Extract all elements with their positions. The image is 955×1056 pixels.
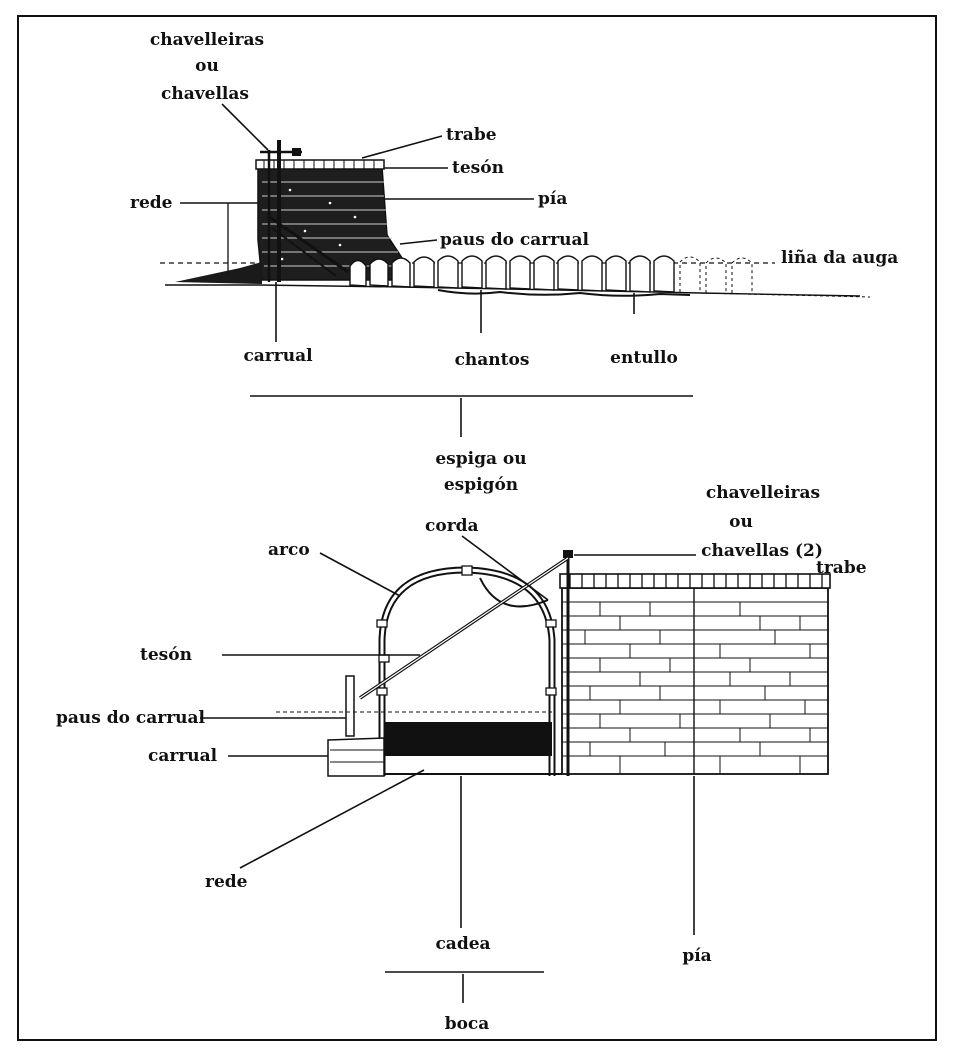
label-chavelleiras-top-2: ou	[195, 56, 219, 76]
teson-band	[255, 159, 385, 170]
label-arco: arco	[268, 540, 310, 560]
caption-espiga: espiga ou espigón	[250, 395, 693, 495]
carrual-base	[175, 262, 262, 284]
label-chavelleiras-top-1: chavelleiras	[150, 30, 264, 50]
label-trabe-top: trabe	[446, 125, 497, 145]
label-rede-bottom: rede	[205, 872, 248, 892]
caption-boca-line1: boca	[445, 1014, 490, 1034]
label-chavelleiras-top-3: chavellas	[161, 84, 249, 104]
label-chavelleiras-bottom-3: chavellas (2)	[701, 541, 823, 561]
carrual-base-front	[327, 737, 385, 777]
pia-wall	[561, 587, 829, 775]
label-lina-da-auga: liña da auga	[781, 248, 898, 268]
corda	[479, 577, 549, 608]
label-chantos: chantos	[455, 350, 530, 370]
label-rede-top: rede	[130, 193, 173, 213]
chantos-row	[349, 255, 675, 293]
label-trabe-bottom: trabe	[816, 558, 867, 578]
trabe-bar	[559, 573, 831, 589]
caption-espiga-line1: espiga ou	[435, 449, 526, 469]
caption-boca: boca	[385, 971, 544, 1034]
label-paus-top: paus do carrual	[440, 230, 590, 250]
frame-border	[17, 15, 937, 1041]
entullo-rubble	[437, 289, 691, 297]
carrual-post	[345, 675, 355, 737]
caption-espiga-line2: espigón	[444, 475, 518, 495]
label-pia-bottom: pía	[682, 946, 711, 966]
label-carrual-top: carrual	[243, 346, 313, 366]
riverbed-dashed	[699, 292, 871, 298]
top-labels: chavelleiras ou chavellas trabe tesón pí…	[130, 30, 898, 370]
label-chavelleiras-bottom-1: chavelleiras	[706, 483, 820, 503]
label-entullo: entullo	[610, 348, 678, 368]
paus-do-carrual	[267, 214, 349, 274]
label-pia-top: pía	[538, 189, 567, 209]
top-side-view	[160, 140, 871, 298]
label-cadea: cadea	[435, 934, 490, 954]
label-carrual-bottom: carrual	[148, 746, 218, 766]
rede-net	[384, 722, 552, 756]
bottom-front-view	[276, 550, 831, 777]
label-paus-bottom: paus do carrual	[56, 708, 206, 728]
label-teson-bottom: tesón	[140, 645, 192, 665]
bottom-labels: chavelleiras ou chavellas (2) trabe cord…	[56, 483, 867, 966]
label-teson-top: tesón	[452, 158, 504, 178]
label-corda: corda	[425, 516, 479, 536]
label-chavelleiras-bottom-2: ou	[729, 512, 753, 532]
